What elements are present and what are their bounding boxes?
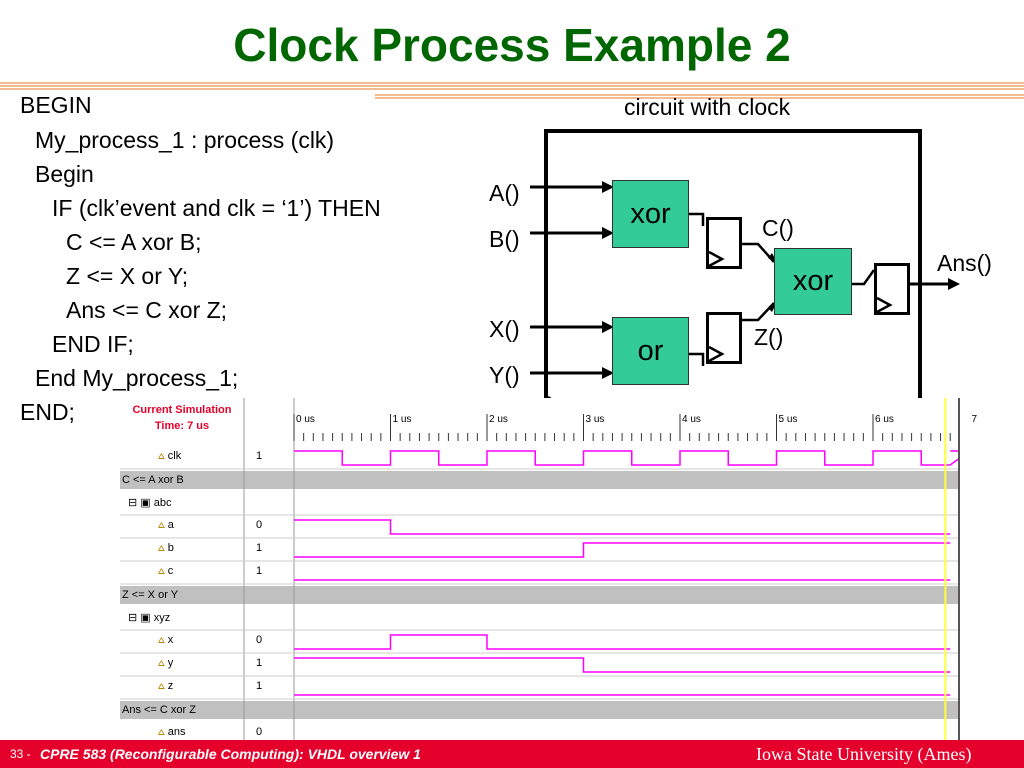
signal-icon: ⩟ <box>158 680 168 692</box>
signal-value: 1 <box>256 565 263 577</box>
signal-row-clk[interactable]: ⩟ clk <box>158 450 181 463</box>
signal-name: y <box>167 657 174 669</box>
time-label: 4 us <box>682 414 701 425</box>
signal-name: a <box>167 519 174 531</box>
waveform-plot <box>120 398 958 740</box>
waveform-y <box>294 657 951 673</box>
xor-gate-1: xor <box>612 180 689 248</box>
flipflop-c <box>706 217 742 269</box>
waveform-b <box>294 542 951 558</box>
signal-icon: ⩟ <box>158 519 168 531</box>
code-line-10: END; <box>20 399 75 425</box>
input-b-label: B() <box>489 226 520 252</box>
signal-group-header[interactable]: Ans <= C xor Z <box>120 701 958 719</box>
signal-group-header[interactable]: Z <= X or Y <box>120 586 958 604</box>
signal-value: 0 <box>256 519 263 531</box>
code-line-3: Begin <box>35 161 94 187</box>
signal-icon: ⩟ <box>158 657 168 669</box>
signal-icon: ⩟ <box>158 565 168 577</box>
footer-bar: 33 - CPRE 583 (Reconfigurable Computing)… <box>0 740 1024 768</box>
signal-value: 1 <box>256 680 263 692</box>
code-line-7: Ans <= C xor Z; <box>66 297 228 323</box>
signal-value: 0 <box>256 634 263 646</box>
bus-row-xyz[interactable]: ⊟ ▣ xyz <box>128 611 170 624</box>
input-a-label: A() <box>489 180 520 206</box>
collapse-bus-icon: ⊟ ▣ <box>128 497 154 509</box>
time-label: 6 us <box>875 414 894 425</box>
signal-group-header[interactable]: C <= A xor B <box>120 471 958 489</box>
signal-icon: ⩟ <box>158 542 168 554</box>
circuit-caption: circuit with clock <box>624 94 791 120</box>
code-line-6: Z <= X or Y; <box>66 263 189 289</box>
signal-name: b <box>167 542 174 554</box>
time-label: 0 us <box>296 414 315 425</box>
footer-university: Iowa State University (Ames) <box>756 744 972 764</box>
code-line-1: BEGIN <box>20 92 92 118</box>
sim-header-line2: Time: 7 us <box>154 420 210 432</box>
signal-value: 1 <box>256 657 263 669</box>
waveform-clk <box>294 450 958 466</box>
time-label: 7 <box>971 414 978 425</box>
time-label: 3 us <box>585 414 605 425</box>
signal-icon: ⩟ <box>158 634 168 646</box>
collapse-bus-icon: ⊟ ▣ <box>128 612 154 624</box>
signal-row-a[interactable]: ⩟ a <box>158 519 174 532</box>
code-line-5: C <= A xor B; <box>66 229 202 255</box>
signal-name: z <box>167 680 174 692</box>
c-label: C() <box>762 215 794 241</box>
slide-title: Clock Process Example 2 <box>233 19 791 71</box>
footer-page-number: 33 - <box>10 747 31 761</box>
sim-header-line1: Current Simulation <box>132 404 232 416</box>
signal-name: ans <box>167 726 186 738</box>
code-line-9: End My_process_1; <box>35 365 239 391</box>
signal-name: clk <box>167 450 182 462</box>
signal-row-c[interactable]: ⩟ c <box>158 565 173 578</box>
signal-name: abc <box>153 497 172 509</box>
signal-row-ans[interactable]: ⩟ ans <box>158 726 186 739</box>
time-label: 5 us <box>778 414 798 425</box>
waveform-x <box>294 634 951 650</box>
time-label: 2 us <box>489 414 508 425</box>
code-line-8: END IF; <box>52 331 134 357</box>
signal-row-x[interactable]: ⩟ x <box>158 634 173 647</box>
signal-row-y[interactable]: ⩟ y <box>158 657 173 670</box>
signal-row-b[interactable]: ⩟ b <box>158 542 174 555</box>
signal-name: x <box>167 634 174 646</box>
flipflop-z <box>706 312 742 364</box>
flipflop-clock-marks <box>708 250 893 363</box>
code-line-2: My_process_1 : process (clk) <box>35 127 335 153</box>
signal-icon: ⩟ <box>158 726 168 738</box>
signal-value: 1 <box>256 542 263 554</box>
z-label: Z() <box>754 324 784 350</box>
signal-value: 1 <box>256 450 263 462</box>
signal-name: c <box>167 565 174 577</box>
code-line-4: IF (clk’event and clk = ‘1’) THEN <box>52 195 381 221</box>
input-x-label: X() <box>489 316 520 342</box>
title-rule <box>0 82 1024 99</box>
xor-gate-2: xor <box>774 248 852 315</box>
output-ans-label: Ans() <box>937 250 992 276</box>
waveform-a <box>294 519 951 535</box>
input-y-label: Y() <box>489 362 520 388</box>
flipflop-ans <box>874 263 910 315</box>
footer-course: CPRE 583 (Reconfigurable Computing): VHD… <box>40 746 421 762</box>
signal-value: 0 <box>256 726 263 738</box>
signal-icon: ⩟ <box>158 450 168 462</box>
signal-row-z[interactable]: ⩟ z <box>158 680 173 693</box>
simulation-waveform-window: Current Simulation Time: 7 us 0 us 1 us 2 … <box>120 398 977 741</box>
or-gate: or <box>612 317 689 385</box>
signal-name: xyz <box>153 612 171 624</box>
time-label: 1 us <box>392 414 412 425</box>
bus-row-abc[interactable]: ⊟ ▣ abc <box>128 496 171 509</box>
